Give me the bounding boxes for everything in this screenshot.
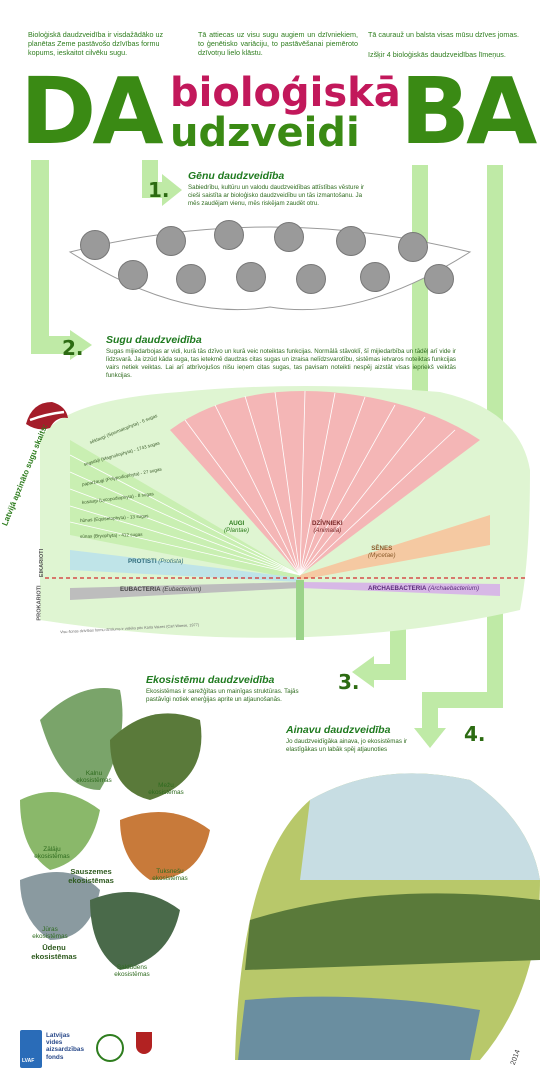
landscape-forest xyxy=(245,893,540,970)
arrow-head-4 xyxy=(414,728,446,748)
leaf-kalnu xyxy=(40,688,123,790)
kingdom-augi-sub: (Plantae) xyxy=(224,527,250,534)
title-left-letters: DA xyxy=(20,58,164,165)
leaf-zalaju xyxy=(20,792,100,870)
intro-col-3b: Izšķir 4 bioloģiskās daudzveidības līmeņ… xyxy=(368,50,506,59)
lvaf-text: Latvijas vides aizsardzības fonds xyxy=(46,1032,84,1061)
eco-group-udenu: Ūdeņu ekosistēmas xyxy=(31,943,77,961)
faces-leaf-group xyxy=(60,212,480,312)
landscape-sky xyxy=(300,773,540,880)
title-right-letters: BA xyxy=(400,58,537,165)
sugu-body: Sugas mijiedarbojas ar vidi, kurā tās dz… xyxy=(106,348,456,379)
section-number-4: 4. xyxy=(464,722,486,746)
leaf-tuksnesu xyxy=(120,812,210,880)
lvaf-line-1: Latvijas xyxy=(46,1032,70,1039)
arrow-head-2 xyxy=(70,330,92,360)
face-avatar xyxy=(336,226,366,256)
kingdom-eubacteria: EUBACTERIA (Eubacterium) xyxy=(120,586,201,593)
kingdom-augi: AUGI (Plantae) xyxy=(224,520,249,534)
arrow-head-1 xyxy=(162,174,182,206)
kingdom-senes-sub: (Mycetae) xyxy=(368,552,396,559)
intro-col-3a: Tā caurauž un balsta visas mūsu dzīves j… xyxy=(368,30,520,39)
lvaf-line-4: fonds xyxy=(46,1053,64,1061)
lvaf-line-2: vides xyxy=(46,1039,63,1047)
eco-label-juras: Jūras ekosistēmas xyxy=(32,926,68,941)
face-avatar xyxy=(80,230,110,260)
kingdom-dzivnieki: DZĪVNIEKI (Animalia) xyxy=(312,520,343,534)
eco-label-saldudens: Saldūdens ekosistēmas xyxy=(114,964,150,979)
face-avatar xyxy=(360,262,390,292)
face-avatar xyxy=(398,232,428,262)
section-number-3: 3. xyxy=(338,670,360,694)
municipality-crest-logo xyxy=(136,1032,152,1054)
leaf-saldudens xyxy=(90,892,180,970)
eco-label-zalaju: Zālāju ekosistēmas xyxy=(34,846,70,861)
kingdom-protisti-sub: (Protista) xyxy=(158,558,184,565)
kingdom-archaebacteria: ARCHAEBACTERIA (Archaebacterium) xyxy=(368,585,479,592)
kingdom-protisti: PROTISTI (Protista) xyxy=(128,558,183,565)
kingdom-dzivnieki-label: DZĪVNIEKI xyxy=(312,520,343,527)
kingdom-protisti-label: PROTISTI xyxy=(128,558,157,565)
ainavu-body: Jo daudzveidīgāka ainava, jo ekosistēmas… xyxy=(286,738,408,753)
genu-title: Gēnu daudzveidība xyxy=(188,170,285,182)
arrow-path-left xyxy=(31,160,75,354)
title-word-biologiska: bioloģiskā xyxy=(170,70,401,116)
eco-label-tuksnesu: Tuksnešu ekosistēmas xyxy=(152,868,188,883)
eubacteria-band xyxy=(70,582,300,600)
kingdom-augi-label: AUGI xyxy=(228,520,245,527)
leaf-mezu xyxy=(110,713,202,800)
face-avatar xyxy=(176,264,206,294)
title-word-udzveidi: udzveidi xyxy=(170,110,360,156)
animal-fan xyxy=(170,391,480,575)
partner-logo-circle xyxy=(96,1034,124,1062)
kingdom-dzivnieki-sub: (Animalia) xyxy=(313,527,342,534)
fungi-band xyxy=(300,515,490,580)
lvaf-logo-mark xyxy=(20,1030,42,1068)
section-number-2: 2. xyxy=(62,336,84,360)
leaf-juras xyxy=(20,872,100,940)
arrow-head-3 xyxy=(352,656,374,688)
face-avatar xyxy=(274,222,304,252)
face-avatar xyxy=(424,264,454,294)
face-avatar xyxy=(118,260,148,290)
eco-group-sauszemes: Sauszemes ekosistēmas xyxy=(68,867,114,885)
protista-band xyxy=(70,550,300,582)
genu-body: Sabiedrību, kultūru un valodu daudzveidī… xyxy=(188,184,365,207)
animal-rays xyxy=(184,390,456,576)
ekosistemu-title: Ekosistēmu daudzveidība xyxy=(146,674,275,686)
tree-trunk xyxy=(296,580,304,640)
eco-label-kalnu: Kalnu ekosistēmas xyxy=(76,770,112,785)
face-avatar xyxy=(296,264,326,294)
eco-label-mezu: Mežu ekosistēmas xyxy=(148,782,184,797)
ekosistemu-body: Ekosistēmas ir sarežģītas un mainīgas st… xyxy=(146,688,299,703)
intro-col-2: Tā attiecas uz visu sugu augiem un dzīvn… xyxy=(198,30,358,57)
face-avatar xyxy=(156,226,186,256)
sugu-title: Sugu daudzveidība xyxy=(106,334,202,346)
face-avatar xyxy=(236,262,266,292)
section-number-1: 1. xyxy=(148,178,170,202)
kingdom-archaebacteria-sub: (Archaebacterium) xyxy=(428,585,480,592)
kingdom-senes-label: SĒNES xyxy=(371,545,393,552)
plant-rays xyxy=(69,454,301,576)
lvaf-logo: LVAF Latvijas vides aizsardzības fonds xyxy=(20,1030,90,1070)
archaebacteria-band xyxy=(300,582,500,596)
lvaf-line-3: aizsardzības xyxy=(46,1046,85,1054)
kingdom-senes: SĒNES (Mycetae) xyxy=(368,545,396,559)
lvaf-abbr: LVAF xyxy=(22,1058,35,1064)
intro-col-1: Bioloģiskā daudzveidība ir visdažādāko u… xyxy=(28,30,164,57)
face-avatar xyxy=(214,220,244,250)
latvia-leaf-icon xyxy=(26,402,68,430)
ainavu-title: Ainavu daudzveidība xyxy=(286,724,391,736)
kingdom-eubacteria-sub: (Eubacterium) xyxy=(162,586,202,593)
kingdom-archaebacteria-label: ARCHAEBACTERIA xyxy=(368,585,427,592)
kingdom-eubacteria-label: EUBACTERIA xyxy=(120,586,161,593)
landscape-water xyxy=(238,996,480,1060)
